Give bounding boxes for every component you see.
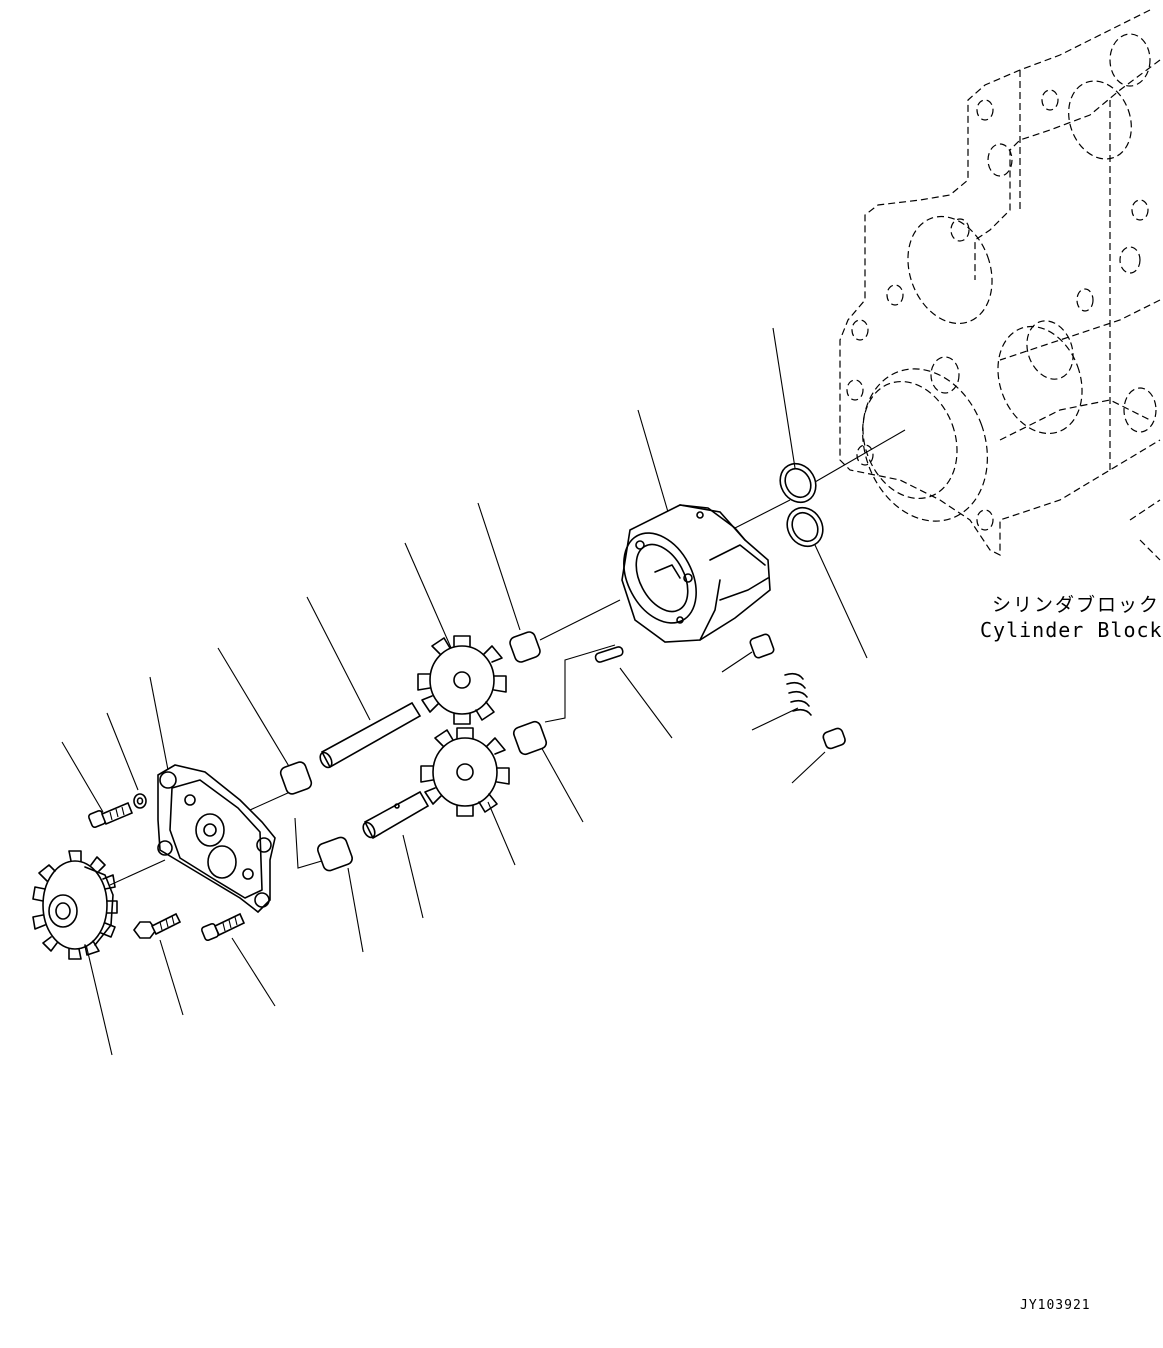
pump-cover (157, 764, 276, 914)
cylinder-block-label-en: Cylinder Block (980, 618, 1163, 642)
relief-valve-parts (594, 633, 846, 750)
bolts-and-washer (87, 793, 246, 942)
shafts (319, 701, 430, 840)
leader-lines (61, 327, 868, 1056)
pump-body (621, 504, 771, 643)
cylinder-block (839, 9, 1161, 561)
drawing-code: JY103921 (1020, 1298, 1091, 1313)
cylinder-block-label-jp: シリンダブロック (992, 594, 1161, 616)
pump-gears (417, 635, 510, 817)
bushings (279, 631, 548, 872)
drive-gear (32, 850, 118, 960)
assembly-axis-lines (109, 429, 906, 886)
o-rings (779, 462, 824, 548)
